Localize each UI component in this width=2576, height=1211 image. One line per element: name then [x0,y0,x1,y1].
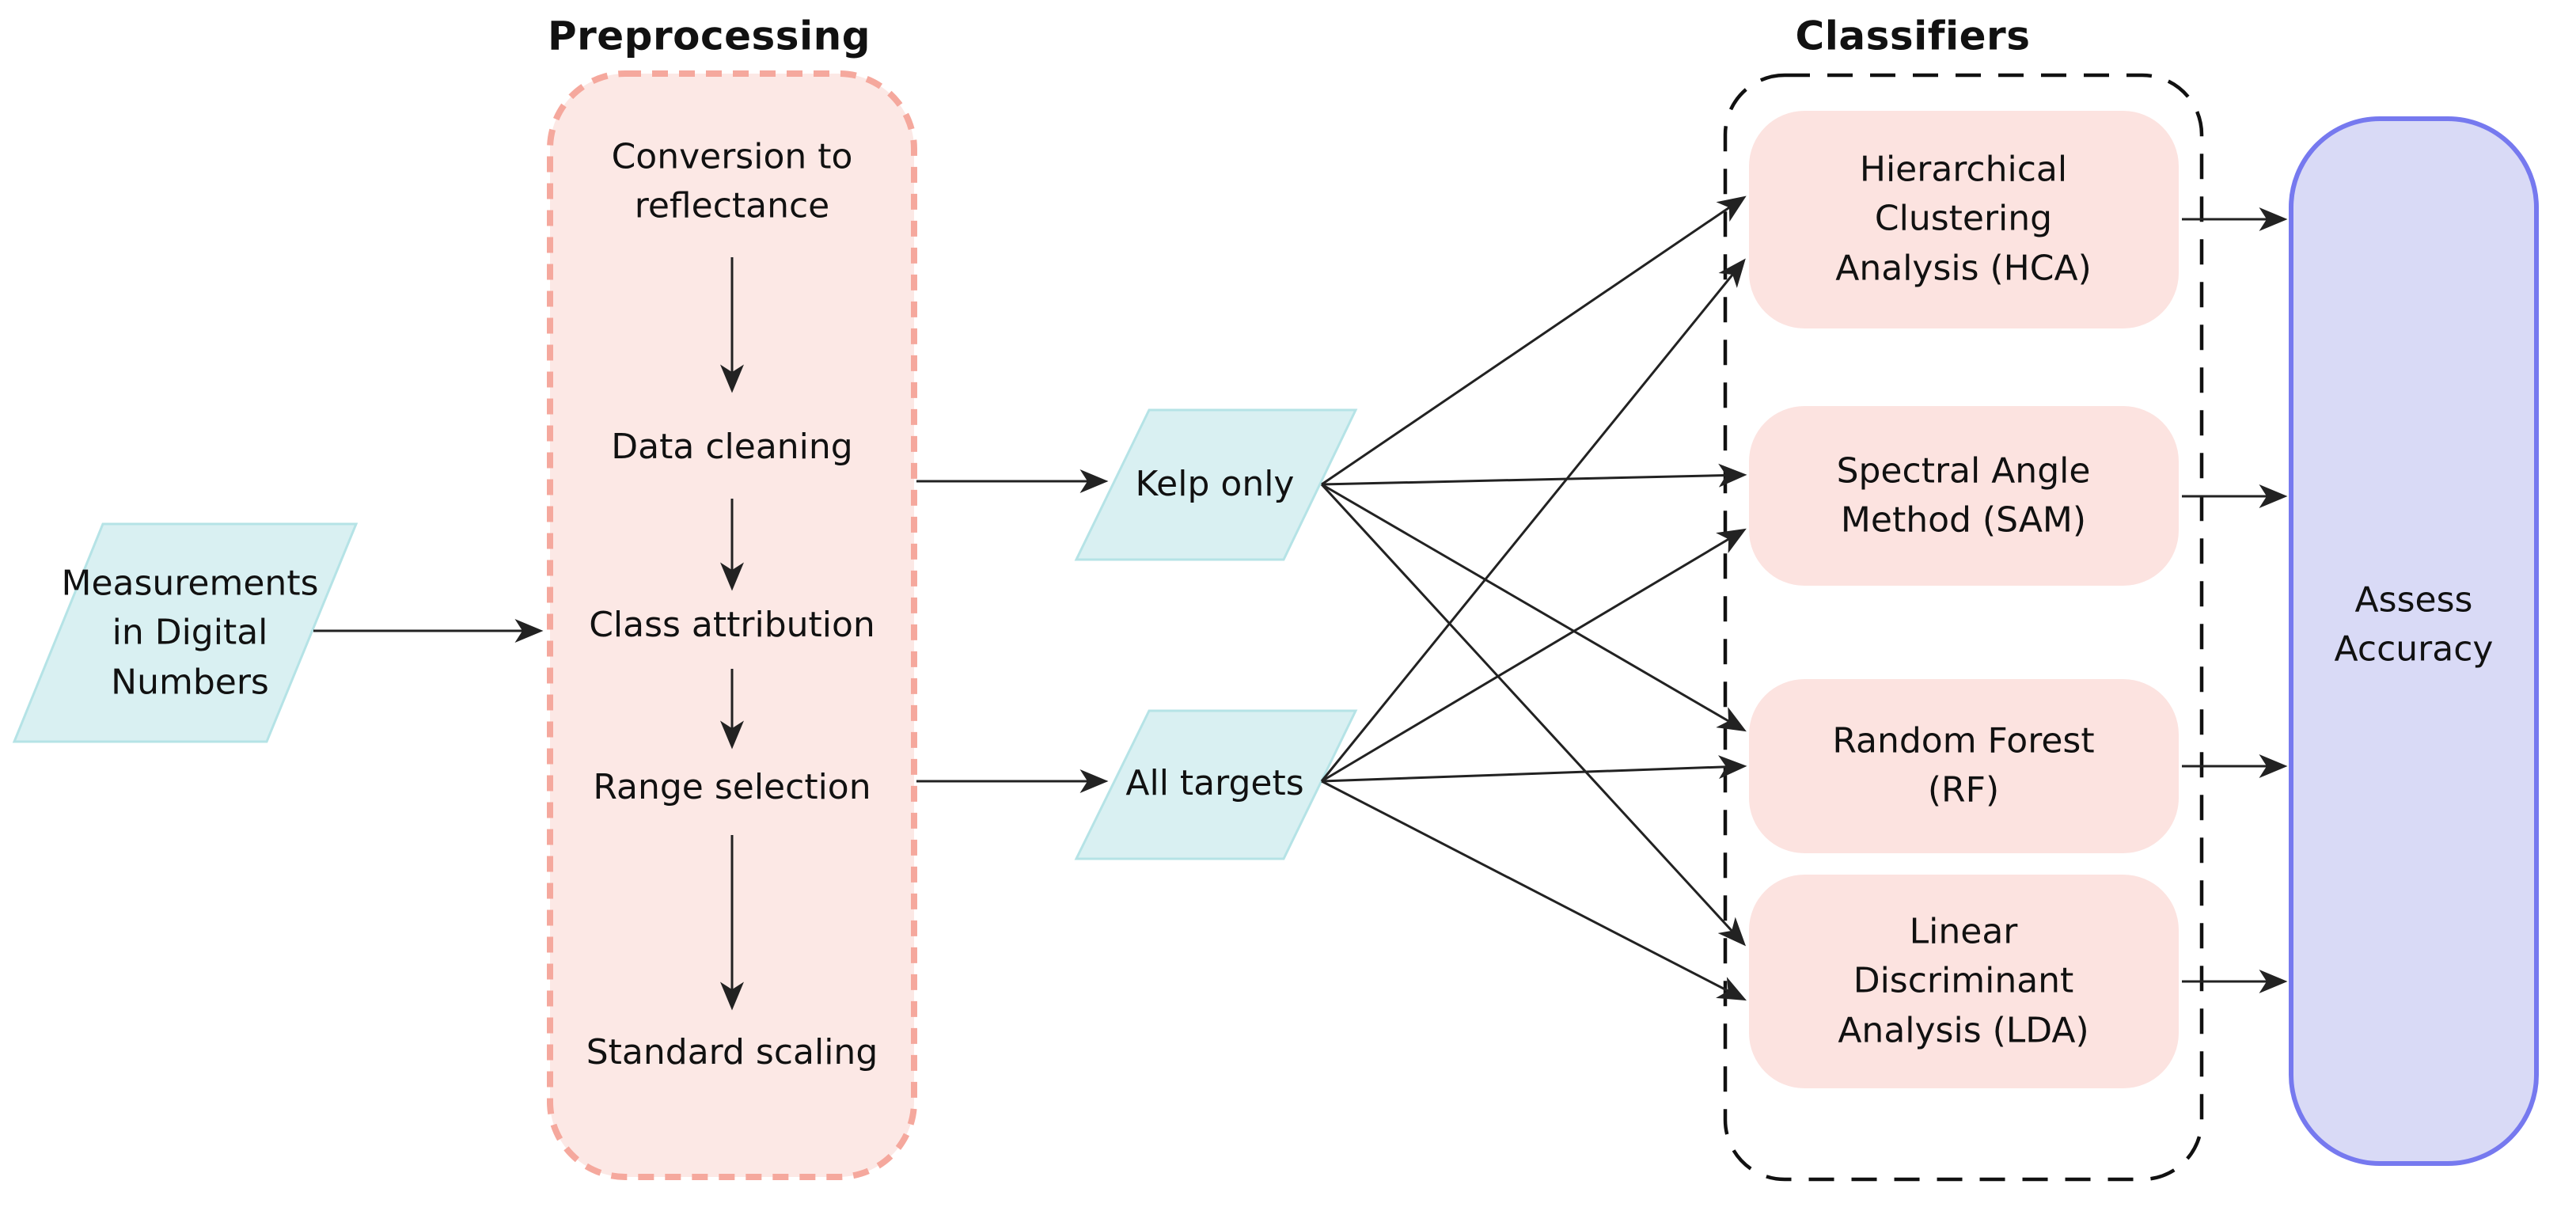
kelp-only-label: Kelp only [1135,463,1295,504]
arrow-kelp-to-rf [1321,483,1747,732]
assess-accuracy-box [2289,116,2539,1166]
classifier-label-rf: Random Forest (RF) [1832,720,2095,810]
classifier-label-sam: Spectral Angle Method (SAM) [1836,450,2091,541]
arrow-all-targets-to-rf [1321,755,1747,783]
measurements-parallelogram [12,522,359,743]
classifier-label-lda: Linear Discriminant Analysis (LDA) [1838,911,2089,1051]
classifier-box-lda [1749,875,2179,1088]
classifier-box-hca [1749,111,2179,328]
step-label-class-attribution: Class attribution [589,604,875,645]
preprocessing-box [547,70,917,1180]
arrow-all-targets-to-sam [1321,528,1747,783]
kelp-only-parallelogram [1074,408,1358,561]
step-label-range-selection: Range selection [593,766,871,807]
arrow-all-targets-to-lda [1321,780,1747,1001]
arrow-kelp-to-sam [1321,463,1747,488]
step-label-standard-scaling: Standard scaling [586,1031,878,1072]
flow-arrows [313,196,2288,1011]
step-label-data-cleaning: Data cleaning [611,426,853,467]
arrow-kelp-to-lda [1320,483,1747,947]
measurements-label: Measurements in Digital Numbers [61,563,319,703]
classifier-box-rf [1749,679,2179,853]
classifier-box-sam [1749,406,2179,586]
classifier-label-hca: Hierarchical Clustering Analysis (HCA) [1835,149,2092,289]
all-targets-parallelogram [1074,709,1358,860]
classifiers-title: Classifiers [1795,13,2031,59]
classifiers-box [1723,73,2204,1182]
preprocessing-title: Preprocessing [547,13,871,59]
assess-accuracy-label: Assess Accuracy [2334,579,2494,670]
step-label-conversion: Conversion to reflectance [611,136,853,226]
arrow-all-targets-to-hca [1320,258,1746,782]
arrow-kelp-to-hca [1321,196,1747,486]
all-targets-label: All targets [1125,762,1304,803]
